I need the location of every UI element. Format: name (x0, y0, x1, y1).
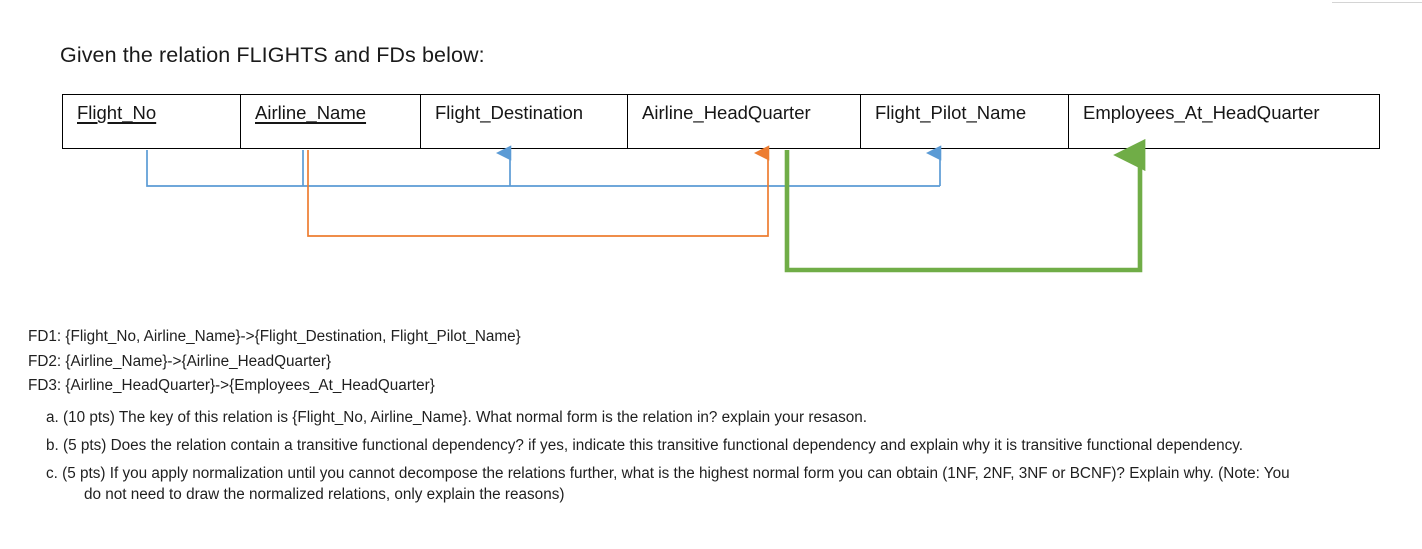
fd2-arrow (307, 145, 770, 237)
attribute-label: Airline_Name (255, 102, 367, 123)
fd1-arrow (146, 145, 942, 187)
attribute-label: Flight_No (77, 102, 157, 123)
fd-line: FD2: {Airline_Name}->{Airline_HeadQuarte… (28, 352, 332, 370)
attribute-label: Flight_Destination (435, 102, 584, 123)
question-text: b. (5 pts) Does the relation contain a t… (46, 437, 1243, 454)
attribute-label: Employees_At_HeadQuarter (1083, 102, 1320, 123)
attribute-cell-flight_no: Flight_No (63, 95, 241, 148)
fd-line: FD1: {Flight_No, Airline_Name}->{Flight_… (28, 328, 521, 345)
attribute-cell-flight_pilot_name: Flight_Pilot_Name (861, 95, 1069, 148)
fd3-arrow (784, 138, 1146, 273)
attribute-cell-airline_name: Airline_Name (241, 95, 421, 148)
question-text: a. (10 pts) The key of this relation is … (46, 409, 868, 426)
question-list: a. (10 pts) The key of this relation is … (46, 408, 1406, 513)
attribute-label: Flight_Pilot_Name (875, 102, 1027, 123)
page-title: Given the relation FLIGHTS and FDs below… (60, 43, 485, 67)
question-text: c. (5 pts) If you apply normalization un… (46, 465, 1290, 482)
window-chrome-edge (1332, 2, 1422, 3)
attribute-cell-employees_at_headquarter: Employees_At_HeadQuarter (1069, 95, 1379, 148)
attribute-cell-airline_headquarter: Airline_HeadQuarter (628, 95, 861, 148)
fd-line: FD3: {Airline_HeadQuarter}->{Employees_A… (28, 377, 435, 394)
question-item-a: a. (10 pts) The key of this relation is … (46, 408, 1406, 427)
question-item-c: c. (5 pts) If you apply normalization un… (46, 464, 1406, 504)
functional-dependency-list: FD1: {Flight_No, Airline_Name}->{Flight_… (28, 325, 521, 399)
attribute-cell-flight_destination: Flight_Destination (421, 95, 628, 148)
attribute-label: Airline_HeadQuarter (642, 102, 811, 123)
question-item-b: b. (5 pts) Does the relation contain a t… (46, 436, 1406, 455)
question-text-continuation: do not need to draw the normalized relat… (84, 486, 565, 503)
relation-schema-table: Flight_No Airline_Name Flight_Destination A… (62, 94, 1380, 149)
